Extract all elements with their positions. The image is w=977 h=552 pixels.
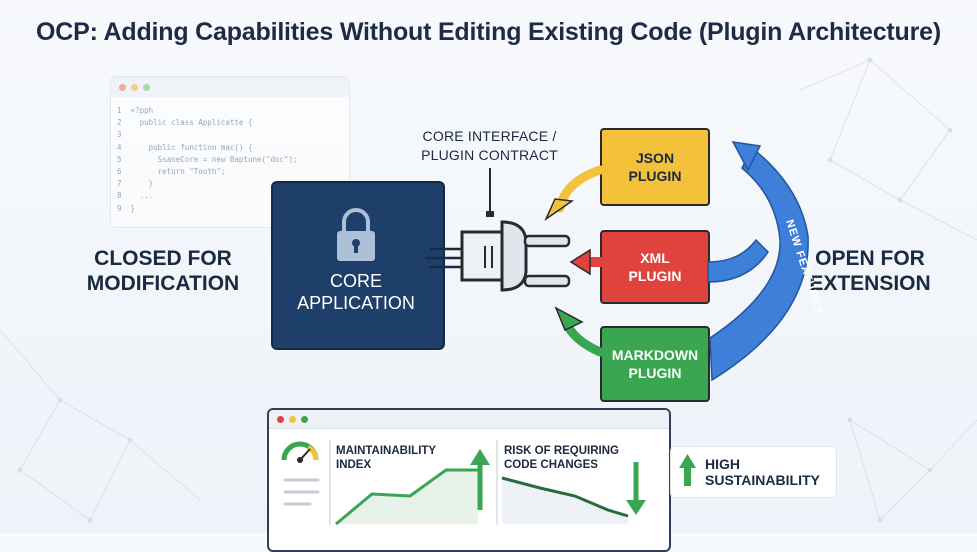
- placeholder-lines: [283, 478, 320, 506]
- plugin-arrows: [544, 165, 605, 357]
- left-label-line2: MODIFICATION: [86, 272, 240, 295]
- sustainability-label-line1: HIGH: [705, 456, 740, 472]
- xml-plugin-line2: PLUGIN: [628, 268, 682, 284]
- maintainability-label-line1: MAINTAINABILITY: [336, 445, 437, 457]
- risk-trend-line: [501, 476, 629, 518]
- maintainability-index-label: MAINTAINABILITY INDEX: [336, 444, 436, 472]
- risk-label-line2: CODE CHANGES: [504, 459, 598, 471]
- maintainability-up-arrow-head: [470, 449, 490, 465]
- code-line: 2 public class Applicatte {: [117, 118, 253, 128]
- code-line: 3: [117, 130, 122, 140]
- contract-label-line2: PLUGIN CONTRACT: [421, 147, 558, 163]
- core-application-label: CORE APPLICATION: [271, 270, 441, 314]
- maintainability-trend-line: [335, 468, 478, 526]
- core-label-line2: APPLICATION: [297, 293, 415, 313]
- plug-connector: [425, 168, 571, 292]
- markdown-plugin-line1: MARKDOWN: [611, 347, 699, 363]
- window-close-dot: [119, 83, 126, 91]
- dashboard-titlebar: [269, 410, 669, 429]
- sustainability-label-line2: SUSTAINABILITY: [705, 472, 820, 488]
- json-arrow-head: [544, 198, 575, 222]
- code-line: 9 }: [117, 203, 136, 213]
- json-plugin-line2: PLUGIN: [628, 168, 682, 184]
- closed-for-modification-label: CLOSED FOR MODIFICATION: [78, 246, 248, 296]
- high-sustainability-label: HIGH SUSTAINABILITY: [705, 456, 820, 488]
- risk-of-code-changes-label: RISK OF REQUIRING CODE CHANGES: [504, 444, 619, 472]
- code-line: 1 <?pph: [117, 106, 154, 115]
- code-line: 8 ...: [117, 191, 154, 201]
- code-line: 7 }: [117, 179, 154, 189]
- risk-down-arrow-head: [626, 500, 646, 515]
- markdown-plugin-line2: PLUGIN: [628, 365, 682, 381]
- code-line: 5 SsaneCore = new Baptune("doc");: [117, 154, 298, 164]
- contract-label-line1: CORE INTERFACE /: [422, 128, 557, 144]
- code-lines: 1 <?pph 2 public class Applicatte { 3 4 …: [111, 97, 349, 223]
- risk-label-line1: RISK OF REQUIRING: [504, 445, 620, 457]
- right-label-line1: OPEN FOR: [815, 247, 925, 270]
- code-window-titlebar: [111, 77, 349, 97]
- dashboard-graphics: [281, 440, 646, 526]
- open-for-extension-label: OPEN FOR EXTENSION: [795, 246, 945, 296]
- xml-arrow-head: [569, 248, 591, 276]
- window-maximize-dot: [143, 83, 150, 91]
- plug-icon: [460, 220, 571, 292]
- code-line: 4 public function mac() {: [117, 142, 253, 152]
- diagram-title: OCP: Adding Capabilities Without Editing…: [36, 18, 941, 46]
- xml-plugin-line1: XML: [640, 250, 670, 266]
- window-minimize-dot: [131, 83, 138, 91]
- right-label-line2: EXTENSION: [809, 272, 931, 295]
- sustainability-card: [670, 446, 837, 498]
- markdown-plugin: MARKDOWN PLUGIN: [600, 326, 710, 402]
- window-minimize-dot: [289, 415, 296, 423]
- new-features-arrow: NEW FEATURES: [707, 141, 809, 382]
- code-line: 6 return "Tooth";: [117, 167, 226, 177]
- gauge-icon: [281, 441, 319, 463]
- maintainability-label-line2: INDEX: [336, 459, 372, 471]
- core-label-line1: CORE: [329, 271, 382, 291]
- window-maximize-dot: [301, 415, 308, 423]
- background-network: [0, 57, 977, 523]
- core-interface-label: CORE INTERFACE / PLUGIN CONTRACT: [402, 127, 577, 165]
- json-plugin-line1: JSON: [635, 150, 675, 166]
- window-close-dot: [277, 415, 284, 423]
- sustainability-up-arrow-icon: [679, 454, 696, 486]
- lock-icon: [337, 208, 375, 261]
- xml-arrow: [588, 257, 602, 267]
- left-label-line1: CLOSED FOR: [94, 247, 232, 270]
- markdown-arrow-head: [554, 306, 584, 332]
